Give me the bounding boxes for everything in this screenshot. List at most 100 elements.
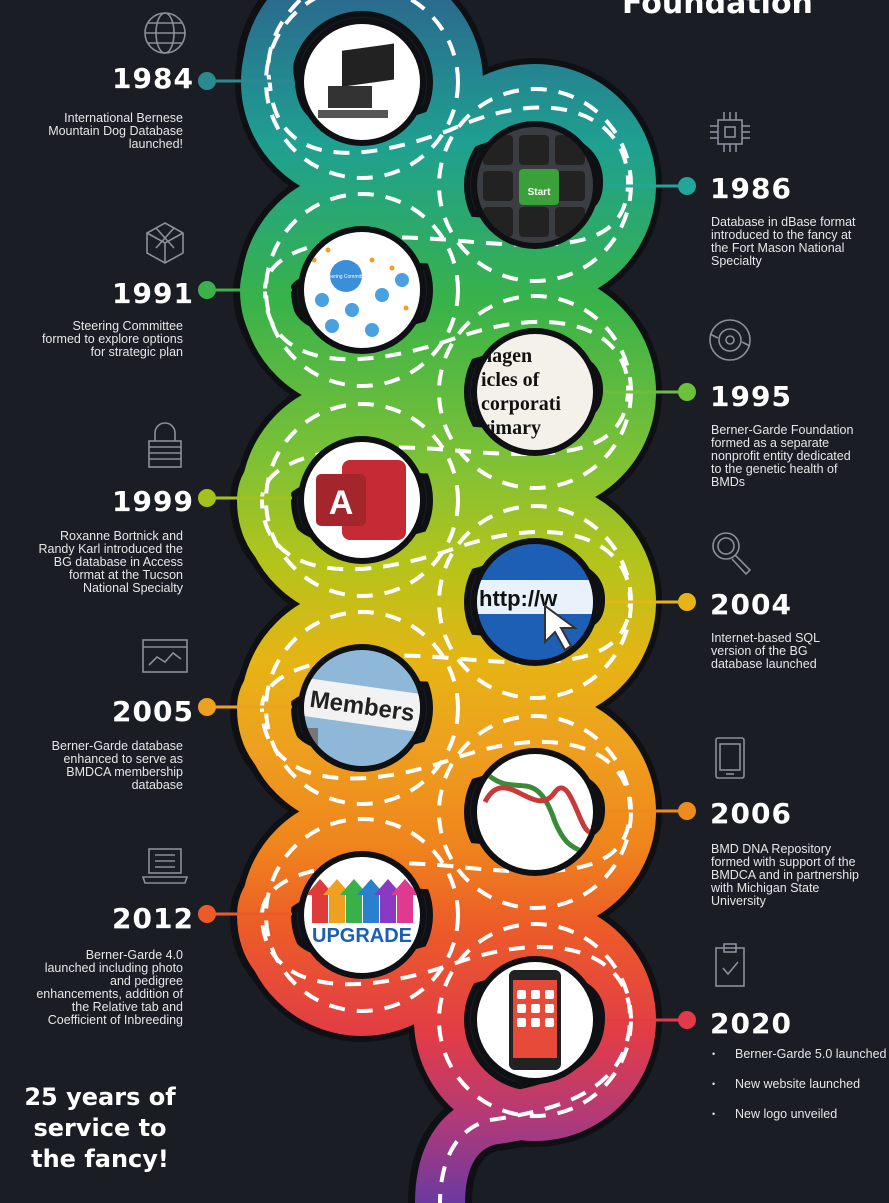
photo-text: icles of: [481, 369, 540, 391]
description-line: Specialty: [711, 254, 762, 268]
magnifier-icon: [712, 532, 752, 576]
year-label: 2020: [710, 1007, 792, 1040]
committee-diagram-photo: Steering Committee: [298, 226, 426, 354]
photo-text: Start: [528, 187, 551, 198]
description-line: Randy Karl introduced the: [38, 542, 183, 556]
laptop-icon: [141, 848, 189, 884]
chart-window-icon: [142, 639, 188, 673]
milestone-dot: [198, 72, 216, 90]
description-line: with Michigan State: [711, 881, 820, 895]
description-line: Roxanne Bortnick and: [60, 529, 183, 543]
road-loop-stripe: [264, 610, 460, 806]
description-line: International Bernese: [64, 111, 183, 125]
milestone-dot: [198, 905, 216, 923]
year-label: 2006: [710, 797, 792, 830]
description-line: introduced to the fancy at: [711, 228, 852, 242]
road-loop-stripe: [264, 192, 460, 388]
milestone-dot: [678, 593, 696, 611]
description-line: BMDCA and in partnership: [711, 868, 859, 882]
photo-text: Steering Committee: [324, 274, 368, 280]
target-icon: [709, 319, 751, 361]
milestone-dot: [678, 802, 696, 820]
clipboard-check-icon: [715, 943, 745, 987]
bullet-item: New website launched: [710, 1078, 888, 1092]
description-line: launched including photo: [44, 961, 183, 975]
description-line: Berner-Garde Foundation: [711, 423, 854, 437]
road-loop-stripe: [264, 0, 460, 180]
page-title: Foundation: [622, 0, 813, 21]
description-line: University: [711, 894, 766, 908]
http-browser-photo: http://w: [471, 538, 599, 666]
description-line: enhancements, addition of: [36, 987, 183, 1001]
photo-text: rimary: [481, 417, 541, 439]
photo-text: UPGRADE: [312, 925, 412, 947]
milestone-dot: [198, 698, 216, 716]
tablet-icon: [715, 737, 745, 779]
year-label: 2012: [112, 902, 194, 935]
icons: [141, 12, 752, 987]
road-loop-stripe: [264, 817, 460, 1013]
description-line: launched!: [128, 137, 183, 151]
description-line: database: [131, 778, 183, 792]
year-label: 2004: [710, 588, 792, 621]
smartphone-photo: [471, 956, 599, 1084]
road-loop-stripe: [264, 402, 460, 598]
upgrade-arrows-photo: UPGRADE: [298, 851, 426, 979]
description-line: Coefficient of Inbreeding: [47, 1013, 183, 1027]
description-line: Berner-Garde 4.0: [85, 948, 183, 962]
year-label: 2005: [112, 695, 194, 728]
dna-helix-photo: [471, 748, 599, 876]
computer-photo: [298, 18, 426, 146]
description-line: nonprofit entity dedicated: [711, 449, 851, 463]
year-label: 1984: [112, 62, 194, 95]
description-line: formed to explore options: [41, 332, 183, 346]
description-line: version of the BG: [711, 644, 808, 658]
description-line: Database in dBase format: [711, 215, 856, 229]
photo-text: A: [329, 484, 354, 522]
description-line: for strategic plan: [90, 345, 183, 359]
globe-icon: [144, 12, 186, 54]
description-line: BMDs: [711, 475, 746, 489]
description-line: formed with support of the: [711, 855, 856, 869]
description-line: National Specialty: [82, 581, 183, 595]
bullet-item: Berner-Garde 5.0 launched: [710, 1048, 888, 1062]
bullets-2020: Berner-Garde 5.0 launched New website la…: [710, 1048, 888, 1138]
chip-icon: [710, 112, 750, 152]
description-line: the Relative tab and: [71, 1000, 183, 1014]
description-line: Berner-Garde database: [51, 739, 183, 753]
description-line: to the genetic health of: [711, 462, 838, 476]
cube-network-icon: [146, 222, 184, 264]
keyboard-start-key-photo: Start: [471, 121, 599, 249]
photo-text: corporati: [481, 393, 561, 415]
milestone-dot: [198, 489, 216, 507]
description-line: the Fort Mason National: [711, 241, 845, 255]
access-logo-photo: A: [298, 436, 426, 564]
description-line: Mountain Dog Database: [48, 124, 183, 138]
description-line: Steering Committee: [72, 319, 183, 333]
members-sign-photo: Members: [298, 644, 426, 772]
connectors: [198, 72, 696, 1029]
description-line: BMD DNA Repository: [711, 842, 832, 856]
lock-icon: [148, 422, 182, 468]
description-line: Internet-based SQL: [711, 631, 821, 645]
year-label: 1995: [710, 380, 792, 413]
tagline: 25 years of service to the fancy!: [24, 1083, 176, 1173]
description-line: enhanced to serve as: [63, 752, 183, 766]
description-line: BG database in Access: [53, 555, 183, 569]
milestone-dot: [678, 177, 696, 195]
description-line: formed as a separate: [711, 436, 830, 450]
milestone-dot: [678, 383, 696, 401]
milestone-dot: [678, 1011, 696, 1029]
